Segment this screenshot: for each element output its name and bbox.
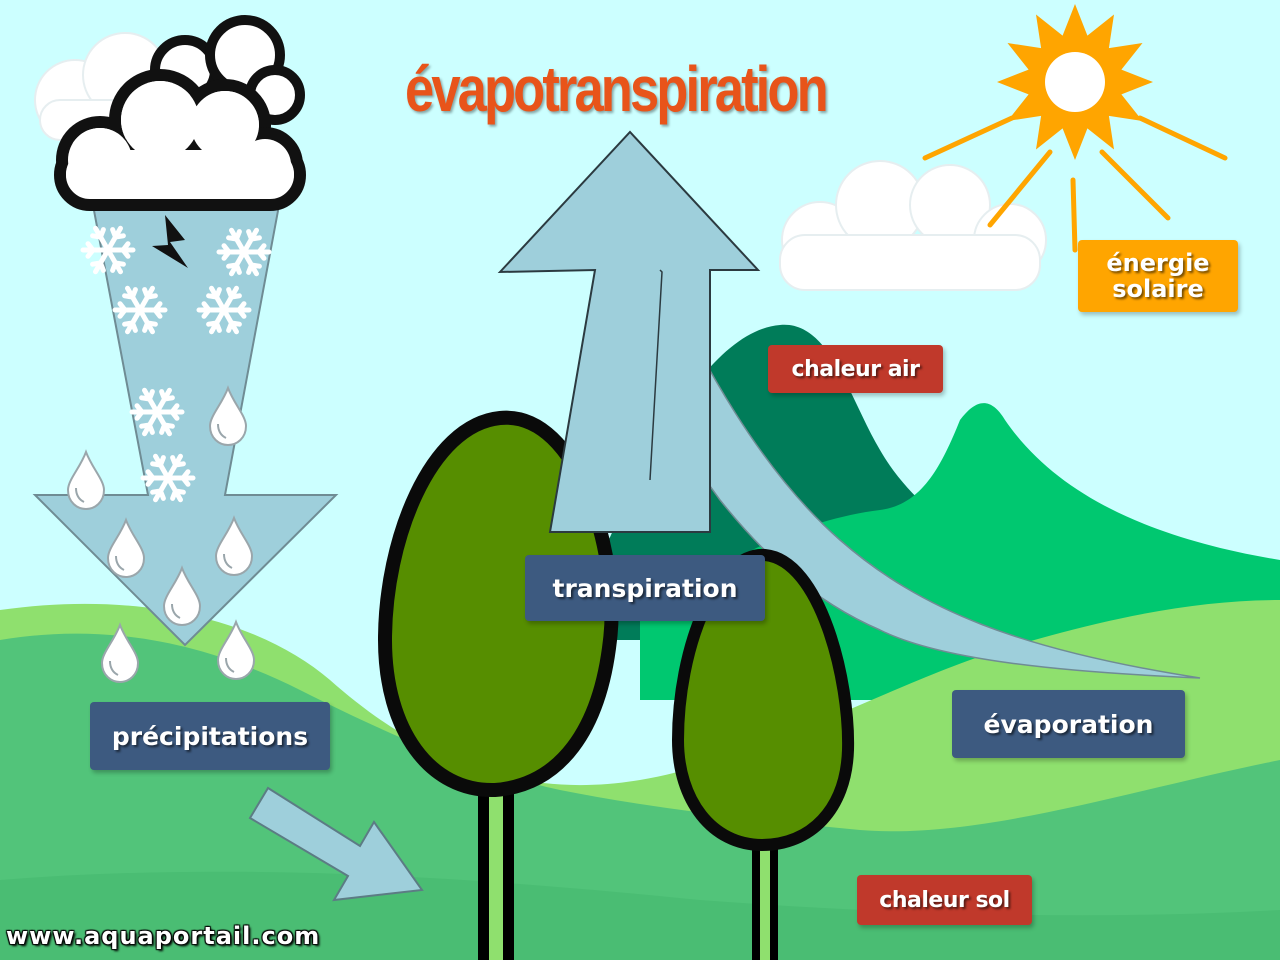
diagram-title: évapotranspiration [405,53,829,125]
hill-front [0,871,1280,960]
transpiration-arrow [497,130,761,533]
precipitation-label: précipitations [90,702,330,770]
snowflake-icon [140,453,196,503]
lightning-icon [152,215,188,268]
solar-energy-label-line1: énergie [1106,248,1210,277]
evaporation-label: évaporation [952,690,1185,758]
snowflakes-group [80,225,272,503]
solar-energy-label: énergie solaire [1078,240,1238,312]
tree-icon [671,549,855,960]
transpiration-arrow-inner-edge [649,269,663,481]
snowflake-icon [112,285,168,335]
soil-heat-label: chaleur sol [857,875,1032,925]
snowflake-icon [80,225,136,275]
snowflake-icon [129,387,185,437]
sun-rays [922,115,1228,253]
cloud-icon [54,15,306,211]
precipitation-arrow [32,199,339,647]
snowflake-icon [216,227,272,277]
transpiration-label: transpiration [525,555,765,621]
runoff-arrow [248,786,424,902]
raindrops-group [66,385,256,684]
sun-icon [997,4,1153,160]
solar-energy-label-line2: solaire [1112,275,1204,303]
air-heat-label: chaleur air [768,345,943,393]
snowflake-icon [196,285,252,335]
site-watermark: www.aquaportail.com [6,922,321,950]
